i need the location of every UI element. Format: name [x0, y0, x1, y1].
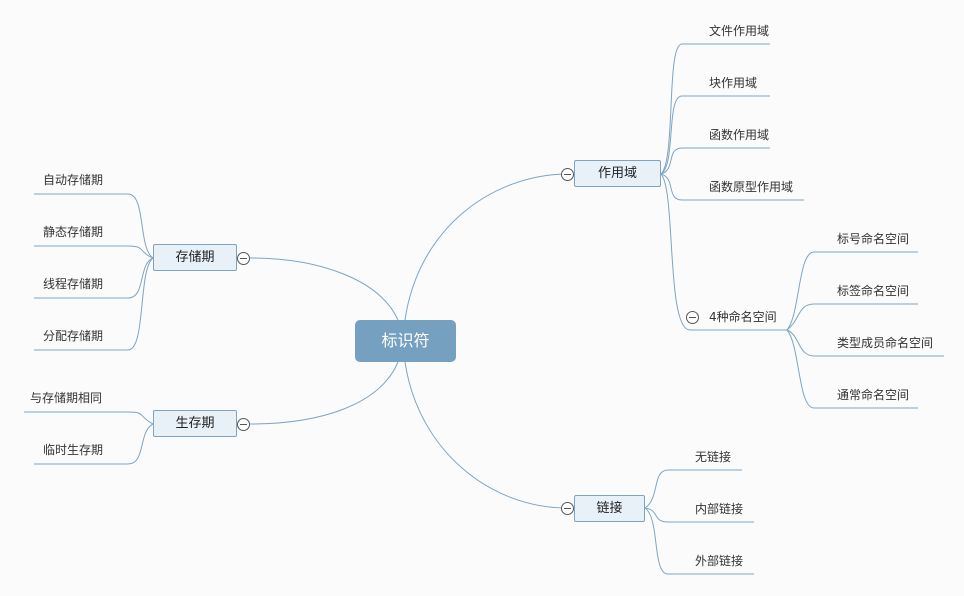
connector-scope-function — [660, 147, 770, 175]
leaf-block-scope[interactable]: 块作用域 — [709, 76, 758, 90]
connector-storage-static — [34, 245, 154, 259]
connector-linkage-none — [644, 469, 742, 509]
root-node[interactable]: 标识符 — [355, 320, 456, 362]
root-node-label: 标识符 — [381, 331, 430, 350]
leaf-prototype-scope[interactable]: 函数原型作用域 — [709, 180, 794, 194]
branch-node-storage[interactable]: 存储期 — [153, 244, 237, 271]
connector-linkage-internal — [644, 507, 754, 523]
connector-scope-namespaces — [660, 173, 787, 331]
leaf-function-scope[interactable]: 函数作用域 — [709, 128, 770, 142]
connector-lifetime-temp — [34, 423, 154, 465]
leaf-file-scope[interactable]: 文件作用域 — [709, 24, 770, 38]
leaf-label-namespace[interactable]: 标号命名空间 — [837, 232, 910, 246]
connector-root-linkage — [404, 361, 568, 509]
branch-node-lifetime-label: 生存期 — [175, 416, 215, 431]
branch-node-lifetime[interactable]: 生存期 — [153, 410, 237, 437]
node-namespaces[interactable]: 4种命名空间 — [709, 310, 777, 324]
connector-storage-alloc — [34, 257, 154, 351]
leaf-member-namespace[interactable]: 类型成员命名空间 — [837, 336, 934, 350]
leaf-tag-namespace[interactable]: 标签命名空间 — [837, 284, 910, 298]
connector-root-storage — [249, 257, 399, 321]
collapse-toggle-scope[interactable] — [561, 168, 574, 181]
connector-lifetime-same — [24, 411, 154, 425]
connector-scope-block — [660, 95, 770, 175]
leaf-allocated-storage[interactable]: 分配存储期 — [43, 329, 104, 343]
connector-linkage-external — [644, 507, 754, 575]
branch-node-scope-label: 作用域 — [597, 166, 637, 181]
leaf-static-storage[interactable]: 静态存储期 — [43, 225, 104, 239]
collapse-toggle-linkage[interactable] — [561, 502, 574, 515]
leaf-temporary-lifetime[interactable]: 临时生存期 — [43, 443, 104, 457]
leaf-ordinary-namespace[interactable]: 通常命名空间 — [837, 388, 910, 402]
leaf-external-linkage[interactable]: 外部链接 — [695, 554, 744, 568]
connector-root-lifetime — [249, 361, 399, 425]
collapse-toggle-storage[interactable] — [237, 252, 250, 265]
branch-node-scope[interactable]: 作用域 — [574, 160, 661, 187]
connector-ns-tag — [786, 303, 918, 331]
branch-node-linkage[interactable]: 链接 — [574, 495, 645, 522]
leaf-thread-storage[interactable]: 线程存储期 — [43, 277, 104, 291]
collapse-toggle-lifetime[interactable] — [237, 418, 250, 431]
connector-scope-prototype — [660, 173, 804, 201]
leaf-auto-storage[interactable]: 自动存储期 — [43, 173, 104, 187]
leaf-internal-linkage[interactable]: 内部链接 — [695, 502, 744, 516]
connector-ns-member — [786, 329, 944, 357]
connector-ns-label — [786, 251, 918, 331]
leaf-same-as-storage[interactable]: 与存储期相同 — [30, 391, 103, 405]
connector-scope-file — [660, 43, 770, 175]
collapse-toggle-namespaces[interactable] — [686, 311, 699, 324]
connector-storage-auto — [34, 193, 154, 259]
branch-node-linkage-label: 链接 — [596, 501, 623, 516]
connector-storage-thread — [34, 257, 154, 299]
leaf-no-linkage[interactable]: 无链接 — [695, 450, 732, 464]
connector-root-scope — [404, 173, 568, 321]
connector-ns-ordinary — [786, 329, 918, 409]
branch-node-storage-label: 存储期 — [175, 250, 215, 265]
